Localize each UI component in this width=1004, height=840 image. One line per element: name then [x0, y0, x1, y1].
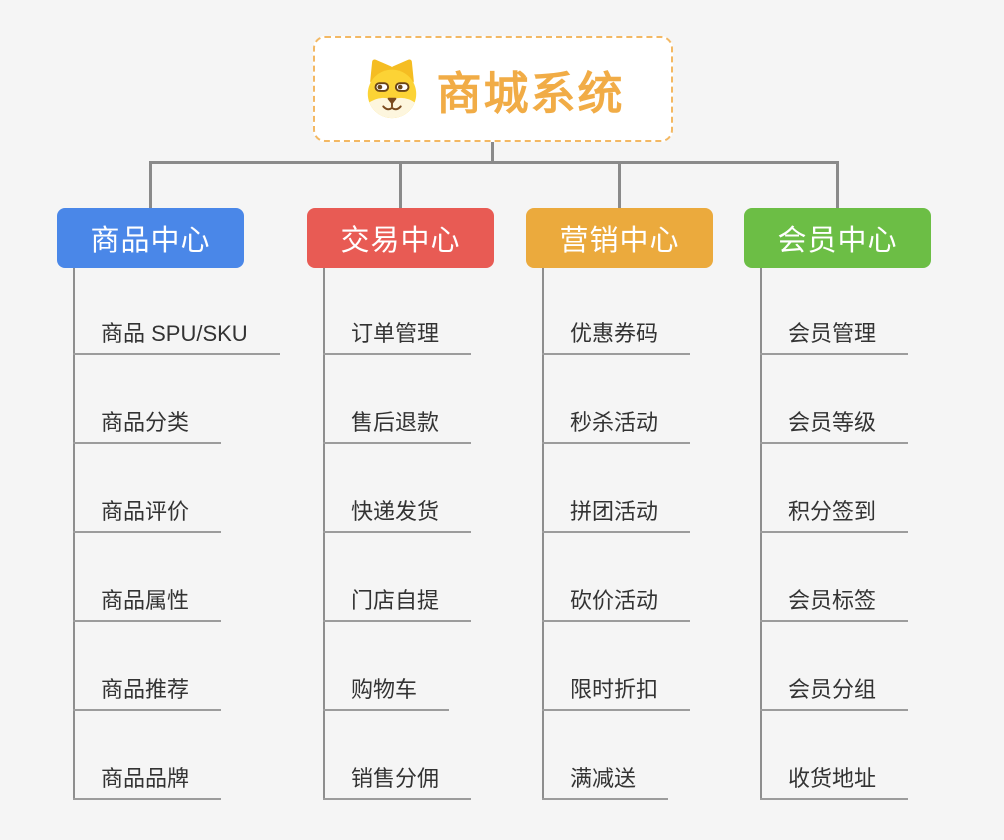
leaf-item[interactable]: 商品品牌 — [73, 749, 222, 800]
connector-drop-marketing-center — [618, 161, 621, 208]
branch-line-member-center — [760, 268, 762, 800]
leaf-item[interactable]: 商品推荐 — [73, 660, 222, 711]
leaf-item[interactable]: 会员等级 — [760, 393, 909, 444]
branch-node-marketing-center[interactable]: 营销中心 — [526, 208, 713, 268]
leaf-item[interactable]: 砍价活动 — [542, 571, 691, 622]
leaf-item[interactable]: 优惠券码 — [542, 304, 691, 355]
leaf-item[interactable]: 商品属性 — [73, 571, 222, 622]
leaf-item[interactable]: 售后退款 — [323, 393, 472, 444]
leaf-item[interactable]: 限时折扣 — [542, 660, 691, 711]
branch-line-trade-center — [323, 268, 325, 800]
connector-drop-product-center — [149, 161, 152, 208]
leaf-item[interactable]: 拼团活动 — [542, 482, 691, 533]
branch-line-product-center — [73, 268, 75, 800]
root-node[interactable]: 商城系统 — [313, 36, 673, 142]
leaf-item[interactable]: 收货地址 — [760, 749, 909, 800]
leaf-item[interactable]: 订单管理 — [323, 304, 472, 355]
leaf-item[interactable]: 商品分类 — [73, 393, 222, 444]
leaf-item[interactable]: 快递发货 — [323, 482, 472, 533]
connector-drop-trade-center — [399, 161, 402, 208]
leaf-item[interactable]: 会员管理 — [760, 304, 909, 355]
branch-node-product-center[interactable]: 商品中心 — [57, 208, 244, 268]
leaf-item[interactable]: 秒杀活动 — [542, 393, 691, 444]
leaf-item[interactable]: 购物车 — [323, 660, 450, 711]
leaf-item[interactable]: 会员标签 — [760, 571, 909, 622]
connector-drop-member-center — [836, 161, 839, 208]
leaf-item[interactable]: 会员分组 — [760, 660, 909, 711]
connector-root-stem — [491, 142, 494, 164]
root-title: 商城系统 — [436, 67, 625, 119]
leaf-item[interactable]: 门店自提 — [323, 571, 472, 622]
leaf-item[interactable]: 商品 SPU/SKU — [73, 304, 280, 355]
branch-node-trade-center[interactable]: 交易中心 — [307, 208, 494, 268]
leaf-item[interactable]: 满减送 — [542, 749, 669, 800]
leaf-item[interactable]: 销售分佣 — [323, 749, 472, 800]
branch-line-marketing-center — [542, 268, 544, 800]
connector-horizontal-rail — [149, 161, 839, 164]
branch-node-member-center[interactable]: 会员中心 — [744, 208, 931, 268]
dog-icon — [361, 58, 423, 120]
leaf-item[interactable]: 商品评价 — [73, 482, 222, 533]
leaf-item[interactable]: 积分签到 — [760, 482, 909, 533]
